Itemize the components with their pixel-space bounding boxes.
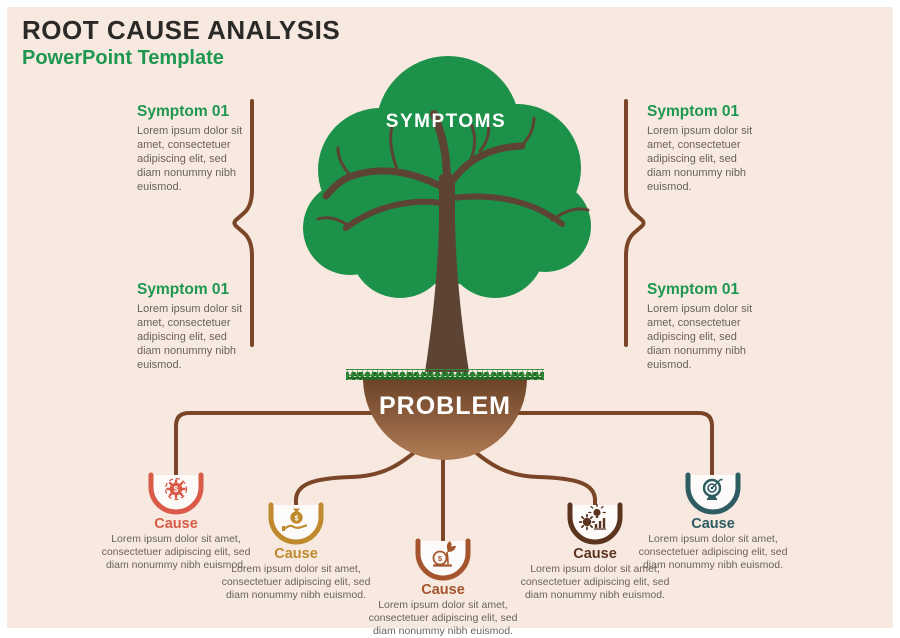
problem-mound — [363, 378, 527, 460]
root-to-cause-5 — [458, 411, 714, 476]
cause-title: Cause — [154, 516, 198, 532]
root-to-cause-2 — [294, 442, 426, 506]
grass — [346, 369, 544, 380]
coin-sprout-icon: $ — [432, 541, 456, 567]
cause-title: Cause — [573, 546, 617, 562]
cause-title: Cause — [691, 516, 735, 532]
symptom-title: Symptom 01 — [137, 281, 230, 298]
slide-background: ROOT CAUSE ANALYSIS PowerPoint Template — [7, 7, 893, 637]
svg-text:$: $ — [295, 516, 299, 523]
cause-group-3: $ Cause Lorem ipsum dolor sit amet, cons… — [361, 538, 525, 637]
symptom-block-left-top: Symptom 01 Lorem ipsum dolor sit amet, c… — [137, 103, 245, 194]
cause-bowl: $ — [268, 502, 324, 545]
cause-body: Lorem ipsum dolor sit amet, consectetuer… — [638, 533, 788, 571]
cause-title: Cause — [421, 582, 465, 598]
right-brace — [624, 99, 646, 347]
symptoms-label: SYMPTOMS — [386, 111, 506, 132]
root-connectors — [174, 411, 714, 542]
symptom-body: Lorem ipsum dolor sit amet, consectetuer… — [137, 303, 243, 371]
tree-trunk — [316, 110, 590, 372]
left-brace — [232, 99, 254, 347]
cause-group-4: Cause Lorem ipsum dolor sit amet, consec… — [513, 502, 677, 601]
cause-body: Lorem ipsum dolor sit amet, consectetuer… — [221, 563, 371, 601]
symptom-block-right-bottom: Symptom 01 Lorem ipsum dolor sit amet, c… — [647, 281, 755, 372]
cause-body: Lorem ipsum dolor sit amet, consectetuer… — [101, 533, 251, 571]
cause-group-2: $ Cause Lorem ipsum dolor sit amet, cons… — [214, 502, 378, 601]
cause-bowl — [685, 472, 741, 515]
symptom-body: Lorem ipsum dolor sit amet, consectetuer… — [647, 125, 753, 193]
cause-body: Lorem ipsum dolor sit amet, consectetuer… — [368, 599, 518, 637]
cause-bowl — [567, 502, 623, 545]
cause-bowl: $ — [415, 538, 471, 581]
svg-text:$: $ — [438, 554, 443, 563]
page-subtitle: PowerPoint Template — [22, 47, 224, 69]
root-to-cause-1 — [174, 411, 432, 476]
symptom-body: Lorem ipsum dolor sit amet, consectetuer… — [137, 125, 243, 193]
gear-dollar-icon: $ — [164, 477, 188, 501]
cause-group-5: Cause Lorem ipsum dolor sit amet, consec… — [631, 472, 795, 571]
money-hand-icon: $ — [282, 508, 308, 531]
symptom-body: Lorem ipsum dolor sit amet, consectetuer… — [647, 303, 753, 371]
cause-body: Lorem ipsum dolor sit amet, consectetuer… — [520, 563, 670, 601]
svg-text:$: $ — [174, 485, 179, 494]
root-cause-tree-diagram: SYMPTOMS PROBLEM — [174, 56, 714, 542]
page-title: ROOT CAUSE ANALYSIS — [22, 15, 341, 45]
cause-bowl: $ — [148, 472, 204, 515]
symptom-title: Symptom 01 — [647, 281, 740, 298]
target-dart-icon — [702, 478, 723, 500]
idea-gear-chart-icon — [578, 503, 606, 531]
symptom-title: Symptom 01 — [647, 103, 740, 120]
cause-group-1: $ Cause Lorem ipsum dolor sit amet, cons… — [94, 472, 258, 571]
symptom-title: Symptom 01 — [137, 103, 230, 120]
symptom-block-left-bottom: Symptom 01 Lorem ipsum dolor sit amet, c… — [137, 281, 245, 372]
root-to-cause-4 — [464, 442, 597, 506]
problem-label: PROBLEM — [379, 392, 511, 420]
cause-title: Cause — [274, 546, 318, 562]
symptom-block-right-top: Symptom 01 Lorem ipsum dolor sit amet, c… — [647, 103, 755, 194]
